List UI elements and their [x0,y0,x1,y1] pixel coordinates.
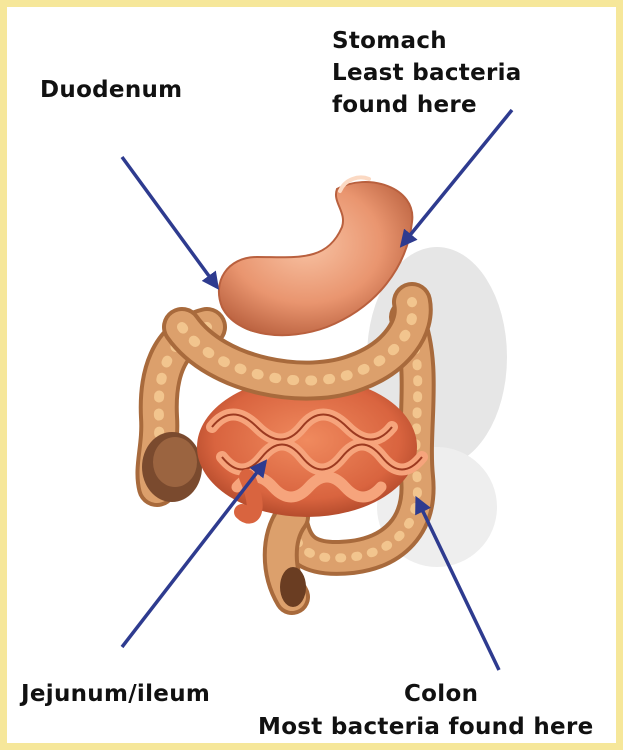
label-stomach-note-line1: Least bacteria [332,57,522,89]
label-stomach-title: Stomach [332,25,522,57]
label-colon: Colon [404,678,478,710]
label-stomach-note-line2: found here [332,89,522,121]
arrow-stomach [402,110,512,245]
label-duodenum: Duodenum [40,74,182,106]
label-jejunum-ileum: Jejunum/ileum [21,678,210,710]
label-stomach: Stomach Least bacteria found here [332,25,522,121]
diagram-panel: Duodenum Stomach Least bacteria found he… [7,7,616,743]
label-colon-note: Most bacteria found here [258,711,594,743]
arrow-duodenum [122,157,217,287]
digestive-tract-illustration [7,7,616,743]
